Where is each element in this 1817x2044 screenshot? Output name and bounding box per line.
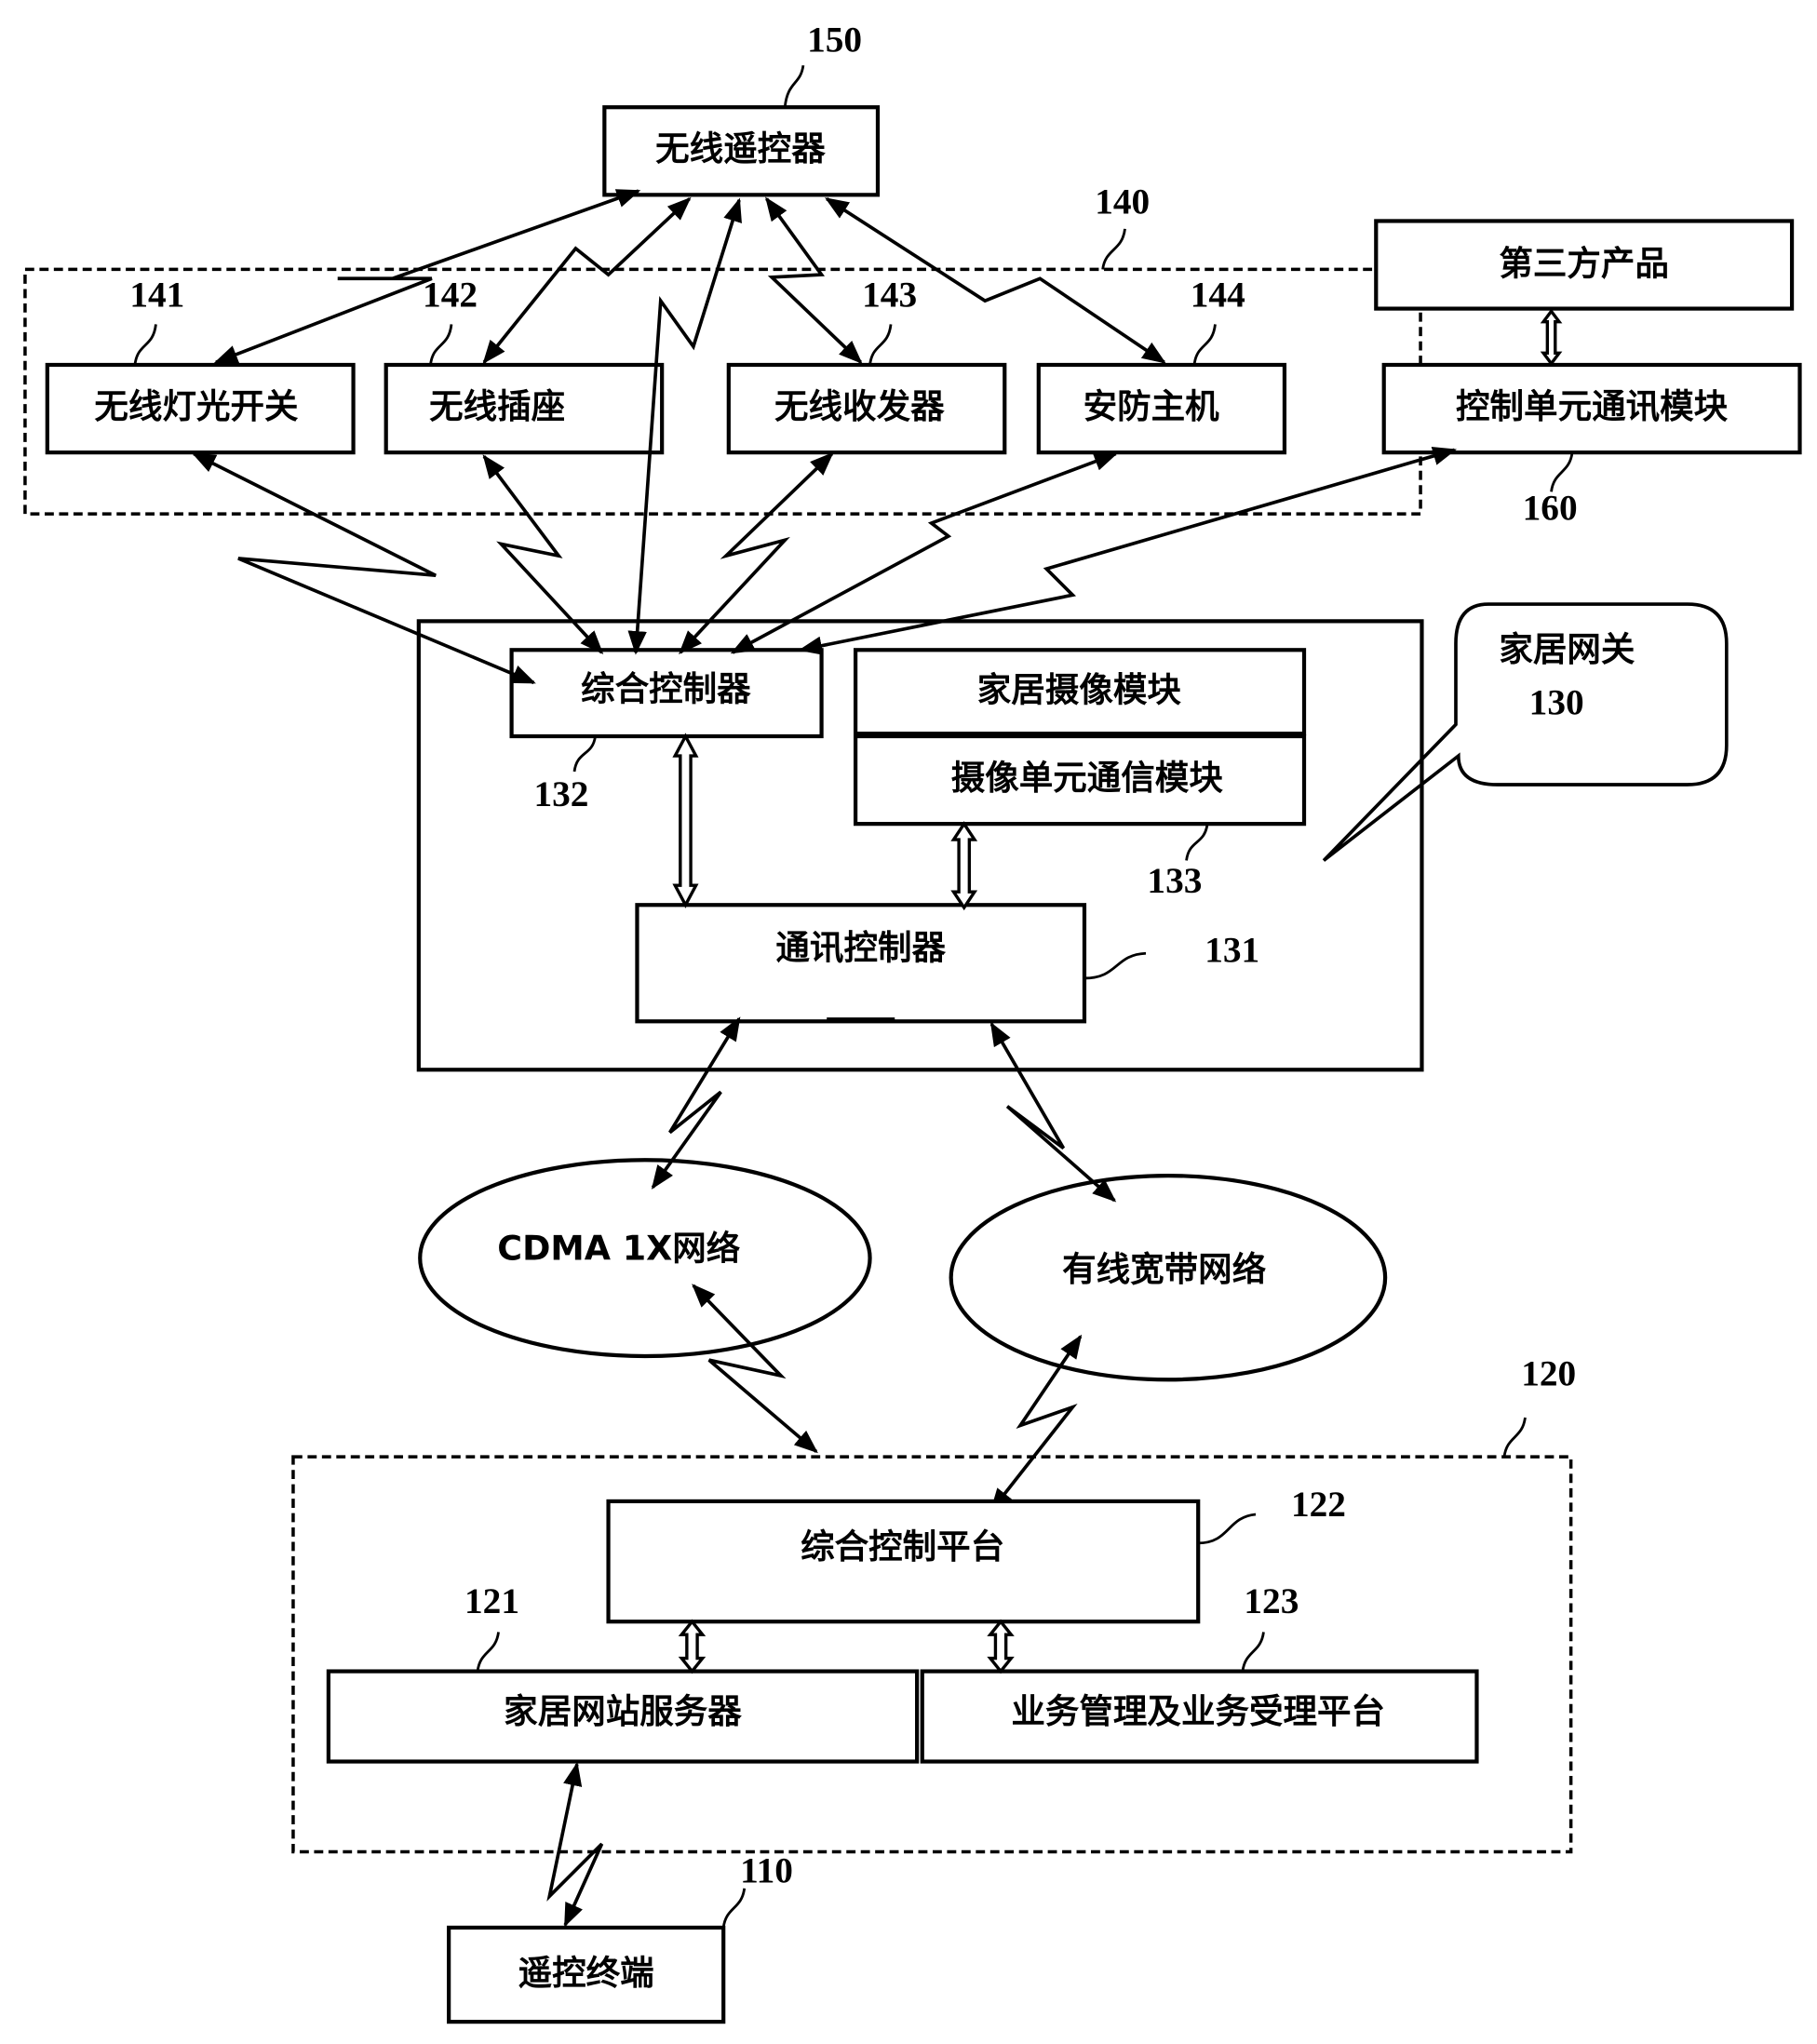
- broadband-network-node[interactable]: 有线宽带网络: [949, 1173, 1388, 1382]
- transceiver-label: 无线收发器: [774, 386, 945, 426]
- leader-140: [1101, 228, 1126, 270]
- remote-controller-label: 无线遥控器: [655, 128, 826, 168]
- remote-controller-node[interactable]: 无线遥控器: [602, 105, 881, 197]
- leader-143: [868, 324, 893, 366]
- camera-module-node[interactable]: 家居摄像模块: [853, 648, 1307, 736]
- ref-123: 123: [1244, 1580, 1299, 1621]
- comm-controller-label: 通讯控制器: [775, 928, 946, 968]
- remote-terminal-label: 遥控终端: [518, 1953, 654, 1993]
- cdma-network-node[interactable]: CDMA 1X网络: [418, 1158, 872, 1359]
- remote-terminal-node[interactable]: 遥控终端: [447, 1925, 726, 2024]
- leader-150: [783, 65, 805, 108]
- integrated-controller-label: 综合控制器: [581, 668, 751, 708]
- business-platform-node[interactable]: 业务管理及业务受理平台: [920, 1669, 1479, 1764]
- camera-module-label: 家居摄像模块: [977, 670, 1182, 710]
- leader-131: [1083, 951, 1147, 980]
- leader-141: [133, 324, 157, 366]
- control-platform-label: 综合控制平台: [801, 1526, 1004, 1567]
- security-host-node[interactable]: 安防主机: [1036, 362, 1287, 455]
- link-cdma-platform: [692, 1284, 818, 1454]
- link-webserver-terminal: [546, 1761, 604, 1928]
- ref-133: 133: [1147, 860, 1202, 901]
- control-comm-module-node[interactable]: 控制单元通讯模块: [1381, 362, 1802, 455]
- double-arrow-platform-webserver: [678, 1619, 707, 1674]
- comm-controller-node[interactable]: 通讯控制器: [635, 903, 1087, 1024]
- double-arrow-platform-business: [987, 1619, 1015, 1674]
- link-socket-controller: [482, 454, 604, 654]
- link-remote-security: [825, 197, 1166, 364]
- link-comm-cdma: [651, 1016, 741, 1190]
- leader-160: [1550, 451, 1574, 492]
- integrated-controller-node[interactable]: 综合控制器: [509, 648, 824, 739]
- light-switch-label: 无线灯光开关: [94, 386, 299, 426]
- link-comm-broadband: [989, 1021, 1117, 1203]
- ref-131: 131: [1205, 929, 1259, 970]
- ref-141: 141: [129, 274, 184, 315]
- ref-150: 150: [807, 19, 862, 60]
- broadband-network-label: 有线宽带网络: [1062, 1249, 1267, 1289]
- leader-142: [429, 324, 453, 366]
- leader-132: [572, 735, 597, 773]
- link-commmodule-controller: [798, 446, 1458, 655]
- wireless-socket-label: 无线插座: [429, 386, 565, 426]
- link-remote-transceiver: [765, 196, 863, 364]
- leader-121: [476, 1632, 500, 1672]
- link-broadband-platform: [989, 1334, 1083, 1513]
- ref-160: 160: [1523, 487, 1578, 528]
- third-party-label: 第三方产品: [1499, 244, 1669, 284]
- platform-group: [291, 1455, 1573, 1854]
- business-platform-label: 业务管理及业务受理平台: [1011, 1691, 1385, 1731]
- security-host-label: 安防主机: [1083, 386, 1220, 426]
- ref-121: 121: [464, 1580, 519, 1621]
- double-arrow-camera-comm: [950, 821, 978, 911]
- double-arrow-integrated-comm: [672, 733, 699, 908]
- leader-144: [1192, 324, 1217, 366]
- third-party-node[interactable]: 第三方产品: [1374, 219, 1795, 311]
- link-remote-lightswitch: [213, 189, 641, 364]
- camera-comm-module-label: 摄像单元通信模块: [951, 758, 1224, 798]
- home-gateway-label: 家居网关: [1499, 629, 1635, 669]
- control-comm-module-label: 控制单元通讯模块: [1456, 386, 1729, 426]
- light-switch-node[interactable]: 无线灯光开关: [45, 362, 356, 455]
- camera-comm-module-node[interactable]: 摄像单元通信模块: [853, 733, 1307, 827]
- ref-140: 140: [1095, 182, 1150, 222]
- web-server-label: 家居网站服务器: [504, 1691, 742, 1731]
- web-server-node[interactable]: 家居网站服务器: [326, 1669, 920, 1764]
- double-arrow-third-party: [1540, 308, 1563, 367]
- ref-144: 144: [1191, 274, 1245, 315]
- control-platform-node[interactable]: 综合控制平台: [606, 1499, 1201, 1624]
- link-lightswitch-controller: [191, 451, 536, 685]
- leader-123: [1241, 1632, 1265, 1672]
- wireless-socket-node[interactable]: 无线插座: [384, 362, 665, 455]
- leader-133: [1185, 823, 1209, 861]
- ref-143: 143: [862, 274, 917, 315]
- ref-120: 120: [1521, 1352, 1576, 1393]
- cdma-network-label: CDMA 1X网络: [497, 1229, 740, 1269]
- leader-122: [1198, 1513, 1257, 1545]
- ref-110: 110: [740, 1849, 793, 1890]
- ref-122: 122: [1291, 1484, 1346, 1525]
- leader-120: [1502, 1417, 1527, 1458]
- transceiver-node[interactable]: 无线收发器: [726, 362, 1007, 455]
- home-gateway-callout: [1322, 602, 1729, 862]
- ref-132: 132: [533, 773, 588, 814]
- leader-110: [721, 1888, 747, 1929]
- link-remote-controller: [627, 197, 742, 655]
- ref-130: 130: [1529, 682, 1584, 723]
